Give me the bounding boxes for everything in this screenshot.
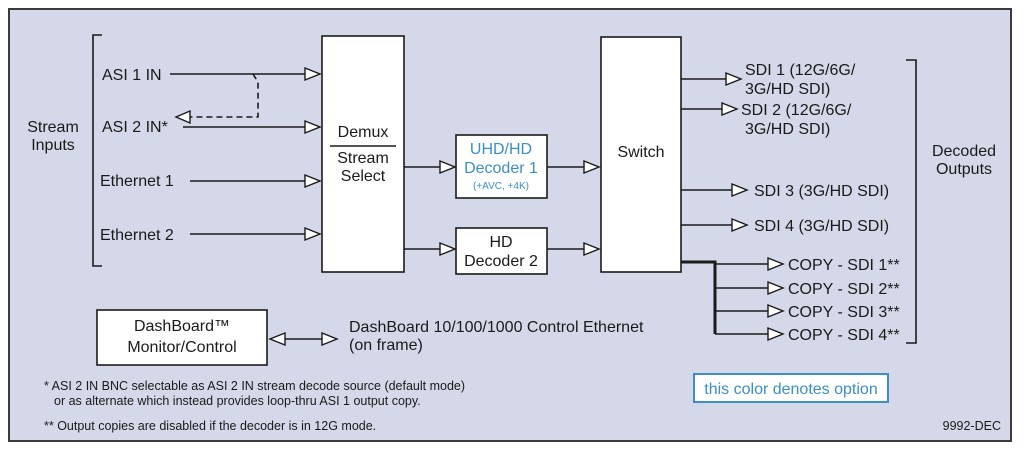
dashboard-desc-1: DashBoard 10/100/1000 Control Ethernet (349, 319, 644, 336)
decoder1-label-1: UHD/HD (470, 141, 532, 158)
sdi1-arrow (725, 71, 743, 87)
dashboard-box (96, 309, 268, 366)
dashboard-label-1: DashBoard™ (134, 318, 230, 335)
decoder1-label-3: (+AVC, +4K) (473, 181, 529, 192)
copy2-arrow (767, 280, 785, 296)
sdi1-label-1: SDI 1 (12G/6G/ (745, 62, 856, 79)
switch-label: Switch (617, 144, 664, 161)
note1-line1: * ASI 2 IN BNC selectable as ASI 2 IN st… (44, 379, 465, 393)
dashboard-arrow-right (321, 331, 339, 347)
copy3-arrow (767, 303, 785, 319)
copy3-label: COPY - SDI 3** (788, 304, 900, 321)
option-legend-text: this color denotes option (704, 381, 877, 398)
asi1-arrow (304, 66, 322, 82)
inputs-group-label-1: Stream (27, 119, 79, 136)
sdi3-label: SDI 3 (3G/HD SDI) (754, 183, 889, 200)
eth1-arrow (304, 173, 322, 189)
select-label: Select (341, 168, 386, 185)
demux-label: Demux (338, 124, 389, 141)
dashboard-label-2: Monitor/Control (127, 339, 236, 356)
sdi4-label: SDI 4 (3G/HD SDI) (754, 218, 889, 235)
loop-thru-arrow (174, 109, 191, 125)
dashboard-desc-2: (on frame) (349, 337, 423, 354)
copy-bus (681, 260, 717, 334)
copy1-label: COPY - SDI 1** (788, 257, 900, 274)
sdi2-label-2: 3G/HD SDI) (745, 121, 830, 138)
copy4-label: COPY - SDI 4** (788, 327, 900, 344)
copy4-arrow (767, 326, 785, 342)
option-legend-box (693, 373, 889, 403)
outputs-group-label-2: Outputs (936, 161, 992, 178)
sdi2-label-1: SDI 2 (12G/6G/ (741, 102, 852, 119)
stream-label: Stream (337, 150, 389, 167)
copy1-arrow (767, 256, 785, 272)
dec1-switch-arrow (583, 159, 601, 175)
loop-thru-path (190, 73, 259, 118)
input-eth2-label: Ethernet 2 (100, 227, 174, 244)
input-asi1-label: ASI 1 IN (102, 67, 162, 84)
model-number: 9992-DEC (943, 419, 1001, 433)
inputs-bracket (92, 34, 102, 267)
demux-dec2-arrow (439, 241, 457, 257)
outputs-bracket (906, 59, 917, 344)
inputs-group-label-2: Inputs (31, 137, 75, 154)
input-asi2-label: ASI 2 IN* (102, 119, 168, 136)
demux-box (321, 35, 405, 273)
sdi2-arrow (721, 101, 739, 117)
decoder1-label-2: Decoder 1 (464, 160, 538, 177)
decoder2-label-1: HD (489, 234, 512, 251)
note1-line2: or as alternate which instead provides l… (54, 394, 421, 408)
dec2-switch-arrow (583, 241, 601, 257)
diagram-frame (8, 8, 1012, 442)
decoder2-box (455, 227, 548, 275)
switch-box (600, 36, 682, 273)
note2: ** Output copies are disabled if the dec… (44, 419, 376, 433)
demux-dec1-arrow (439, 159, 457, 175)
dashboard-arrow-left (268, 331, 286, 347)
sdi1-label-2: 3G/HD SDI) (745, 81, 830, 98)
eth2-arrow (304, 226, 322, 242)
decoder2-label-2: Decoder 2 (464, 253, 538, 270)
sdi4-arrow (731, 217, 749, 233)
outputs-group-label-1: Decoded (932, 143, 996, 160)
input-eth1-label: Ethernet 1 (100, 173, 174, 190)
sdi3-arrow (731, 182, 749, 198)
copy2-label: COPY - SDI 2** (788, 281, 900, 298)
asi2-arrow (304, 119, 322, 135)
